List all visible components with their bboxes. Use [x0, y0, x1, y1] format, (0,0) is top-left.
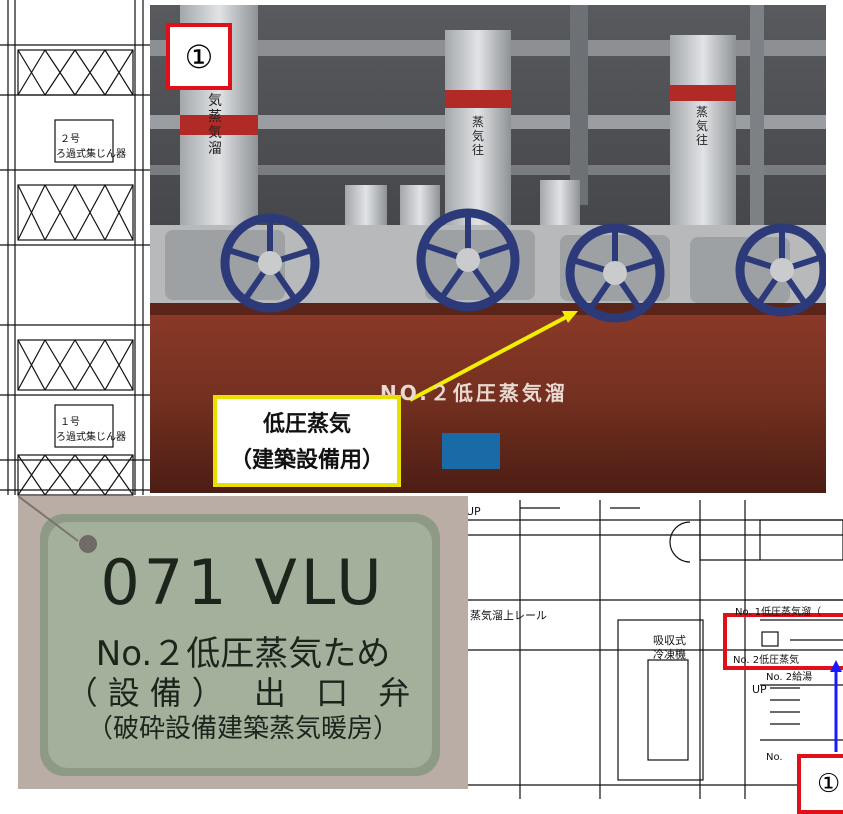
left-pipe-char-3: 気 — [208, 125, 222, 141]
unit1-collector-label-b: ろ過式集じん器 — [56, 432, 126, 443]
mid-pipe-char-3: 往 — [471, 143, 484, 157]
header-rail-label: 蒸気溜上レール — [470, 609, 547, 622]
low-pressure-steam-callout: 低圧蒸気 （建築設備用） — [213, 395, 401, 487]
header-no-short-label: No. — [766, 752, 783, 763]
tag-line-1: No.２低圧蒸気ため — [95, 634, 391, 674]
unit1-collector-label-a: １号 — [60, 417, 80, 428]
right-pipe-char-2: 気 — [695, 119, 708, 133]
up-label-right: UP — [752, 683, 767, 696]
callout-line-1: 低圧蒸気 — [262, 412, 351, 437]
header-no2-label: No. 2低圧蒸気 — [733, 655, 800, 666]
tag-code: 071 VLU — [100, 546, 386, 619]
unit2-collector-label-b: ろ過式集じん器 — [56, 149, 126, 160]
mid-pipe-char-1: 蒸 — [471, 115, 484, 129]
unit2-collector-label-a: ２号 — [60, 134, 80, 145]
photo-number-badge: ① — [166, 23, 232, 90]
tag-line-2: （設備） 出 口 弁 — [65, 674, 421, 712]
header-label: NO.２低圧蒸気溜 — [380, 381, 568, 405]
left-pipe-char-1: 気 — [208, 93, 222, 109]
header-no2b-label: No. 2給湯 — [766, 672, 813, 683]
right-pipe-char-1: 蒸 — [695, 105, 708, 119]
right-pipe-label: 蒸 気 往 — [694, 105, 710, 147]
right-pipe-char-3: 往 — [695, 133, 708, 147]
callout-line-2: （建築設備用） — [229, 448, 384, 473]
tag-line-3: （破砕設備建築蒸気暖房） — [86, 714, 399, 744]
absorption-chiller-label-2: 冷凍機 — [653, 648, 686, 661]
plan-number-badge: ① — [797, 754, 843, 814]
up-label-top: UP — [466, 505, 481, 518]
header-no1-label: No. 1低圧蒸気溜（ — [735, 607, 822, 618]
mid-pipe-char-2: 気 — [471, 129, 484, 143]
absorption-chiller-label-1: 吸収式 — [653, 634, 686, 647]
left-pipe-label: 気 蒸 気 溜 — [205, 93, 225, 157]
plan-highlight-box — [723, 613, 843, 670]
left-pipe-char-4: 溜 — [208, 141, 222, 157]
left-pipe-char-2: 蒸 — [208, 109, 222, 125]
mid-pipe-label: 蒸 気 往 — [470, 115, 486, 157]
valve-tag-photo: 071 VLU No.２低圧蒸気ため （設備） 出 口 弁 （破砕設備建築蒸気暖… — [18, 496, 468, 789]
